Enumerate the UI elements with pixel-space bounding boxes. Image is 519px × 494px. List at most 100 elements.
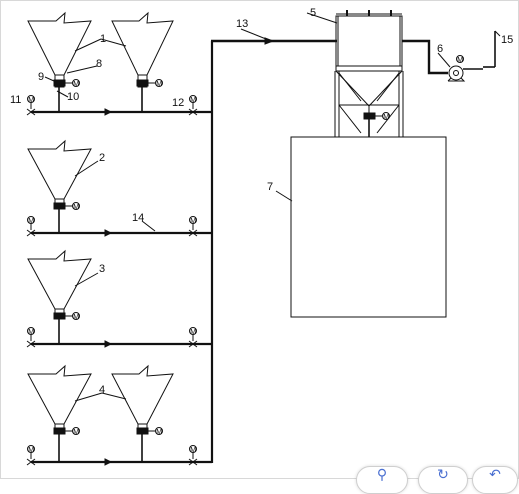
hopper-1b — [111, 11, 174, 76]
pump-base — [447, 77, 466, 82]
label-2: 2 — [99, 152, 105, 164]
hopper-4a — [27, 364, 92, 425]
leader-7 — [275, 190, 293, 202]
motor-symbol-1a: M — [73, 81, 79, 88]
filter-receiver — [306, 10, 404, 137]
label-8: 8 — [96, 58, 102, 70]
hopper-2 — [27, 139, 92, 200]
outlet-valve-4 — [188, 458, 198, 466]
motor-symbol-4a: M — [73, 429, 79, 436]
magnifier-icon: ⚲ — [376, 467, 388, 483]
motor-symbol-vo4: M — [190, 447, 196, 454]
motor-symbol-vo3: M — [190, 329, 196, 336]
discharge-motor — [382, 112, 390, 120]
label-11: 11 — [10, 94, 21, 106]
filter-cone — [335, 66, 403, 107]
hopper-group-1 — [26, 11, 212, 116]
rotary-valve-4a — [53, 427, 66, 435]
support-brace-upper — [338, 72, 400, 102]
motor-1b — [155, 79, 163, 87]
outlet-valve-2 — [188, 229, 198, 237]
motor-symbol-vi2: M — [28, 218, 34, 225]
motor-symbol-1b: M — [156, 81, 162, 88]
motor-symbol-pump: M — [457, 57, 463, 64]
leader-13 — [240, 28, 267, 40]
motor-symbol-3: M — [73, 314, 79, 321]
hopper-1a — [27, 11, 92, 76]
motor-symbol-vi4: M — [28, 447, 34, 454]
flow-arrow-1 — [104, 108, 113, 116]
hopper-3 — [27, 249, 92, 310]
motor-symbol-2: M — [73, 204, 79, 211]
diagram-frame: 1 2 3 4 5 6 7 8 9 10 11 12 13 14 15 M M … — [0, 0, 519, 479]
rotary-valve-4b — [136, 427, 149, 435]
motor-symbol-vi3: M — [28, 329, 34, 336]
pump-hub — [453, 70, 459, 76]
label-7: 7 — [267, 181, 273, 193]
discharge-rotary-valve — [363, 112, 376, 120]
leader-6 — [437, 52, 451, 68]
rotary-valve-1b — [136, 79, 149, 87]
label-6: 6 — [437, 43, 443, 55]
undo-icon: ↶ — [489, 467, 501, 483]
inlet-valve-11 — [26, 108, 36, 116]
hopper-group-3 — [26, 249, 212, 348]
undo-button[interactable]: ↶ — [472, 466, 518, 494]
rotary-valve-2 — [53, 202, 66, 210]
rotary-valve-1a — [53, 79, 66, 87]
valve-12 — [188, 108, 198, 116]
leader-10 — [56, 90, 69, 98]
vacuum-pump-6 — [448, 65, 464, 81]
hopper-group-4 — [26, 364, 212, 466]
leader-4 — [74, 392, 127, 402]
filter-ring — [335, 65, 403, 72]
leader-3 — [74, 272, 99, 287]
refresh-icon: ↻ — [437, 467, 449, 483]
motor-4a — [72, 427, 80, 435]
label-15: 15 — [501, 34, 513, 46]
motor-symbol-4b: M — [156, 429, 162, 436]
flow-arrow-4 — [104, 458, 113, 466]
inlet-valve-2 — [26, 229, 36, 237]
label-13: 13 — [236, 18, 248, 30]
zoom-button[interactable]: ⚲ — [356, 466, 408, 494]
vacuum-line — [402, 39, 448, 75]
hopper-group-2 — [26, 139, 212, 237]
exhaust-cap — [494, 30, 501, 37]
motor-4b — [155, 427, 163, 435]
motor-symbol-v11: M — [28, 97, 34, 104]
leader-8 — [66, 65, 98, 74]
labels: 1 2 3 4 5 6 7 8 9 10 11 12 13 14 15 — [10, 7, 513, 396]
motor-symbol-vo2: M — [190, 218, 196, 225]
label-5: 5 — [310, 7, 316, 19]
label-12: 12 — [172, 97, 184, 109]
outlet-valve-3 — [188, 340, 198, 348]
filter-body-5 — [335, 15, 403, 67]
silo-7 — [290, 136, 447, 318]
label-3: 3 — [99, 263, 105, 275]
motor-symbols: M M M M M M M M M M M M M M M M — [28, 57, 463, 454]
label-9: 9 — [38, 71, 44, 83]
leader-1 — [74, 38, 127, 52]
leader-5 — [306, 12, 338, 24]
label-1: 1 — [100, 33, 106, 45]
motor-2 — [72, 202, 80, 210]
flow-arrow-13 — [264, 37, 275, 45]
inlet-valve-4 — [26, 458, 36, 466]
motor-1a — [72, 79, 80, 87]
flow-arrow-2 — [104, 229, 113, 237]
leader-9 — [44, 76, 55, 82]
pneumatic-conveying-diagram: 1 2 3 4 5 6 7 8 9 10 11 12 13 14 15 M M … — [10, 7, 513, 466]
label-14: 14 — [132, 212, 144, 224]
label-10: 10 — [67, 91, 79, 103]
refresh-button[interactable]: ↻ — [418, 466, 468, 494]
motor-symbol-v12: M — [190, 97, 196, 104]
rotary-valve-3 — [53, 312, 66, 320]
vacuum-pump-group — [402, 30, 501, 82]
leader-14 — [141, 220, 156, 232]
inlet-valve-3 — [26, 340, 36, 348]
motor-symbol-discharge: M — [383, 114, 389, 121]
hopper-4b — [111, 364, 174, 425]
pump-motor — [456, 55, 464, 63]
leader-2 — [74, 160, 99, 177]
